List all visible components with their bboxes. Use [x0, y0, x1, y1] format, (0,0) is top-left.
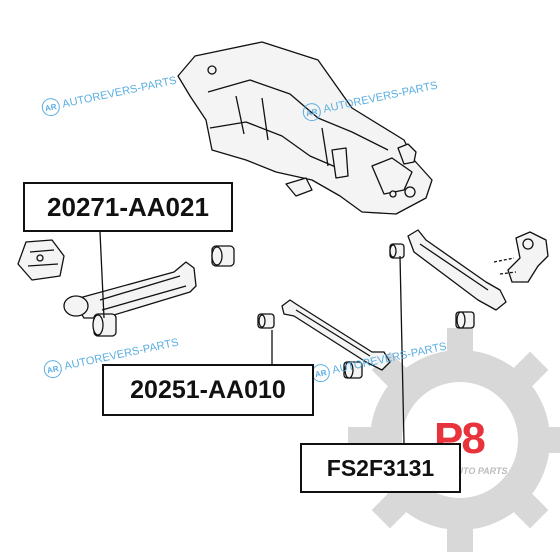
lateral-link-a-drawing — [63, 261, 197, 337]
leader-line-a — [99, 231, 105, 319]
bushing-drawing — [211, 245, 235, 267]
autorevers-logo-icon: AR — [40, 96, 62, 118]
bracket-drawing — [17, 239, 65, 281]
leader-lines — [99, 231, 405, 444]
lateral-link-b-drawing — [257, 299, 391, 379]
autorevers-logo-icon: AR — [301, 101, 323, 123]
part-number-label-lateral-link-a: 20271-AA021 — [23, 182, 233, 232]
autorevers-logo-icon: AR — [42, 358, 64, 380]
part-number-label-trailing-link: FS2F3131 — [300, 443, 461, 493]
trailing-link-drawing — [389, 229, 549, 329]
leader-line-c — [399, 255, 405, 444]
partner-watermark-subtext: AUTO PARTS — [450, 466, 508, 476]
rear-crossmember-drawing — [177, 41, 433, 215]
part-number-label-lateral-link-b: 20251-AA010 — [102, 364, 314, 416]
